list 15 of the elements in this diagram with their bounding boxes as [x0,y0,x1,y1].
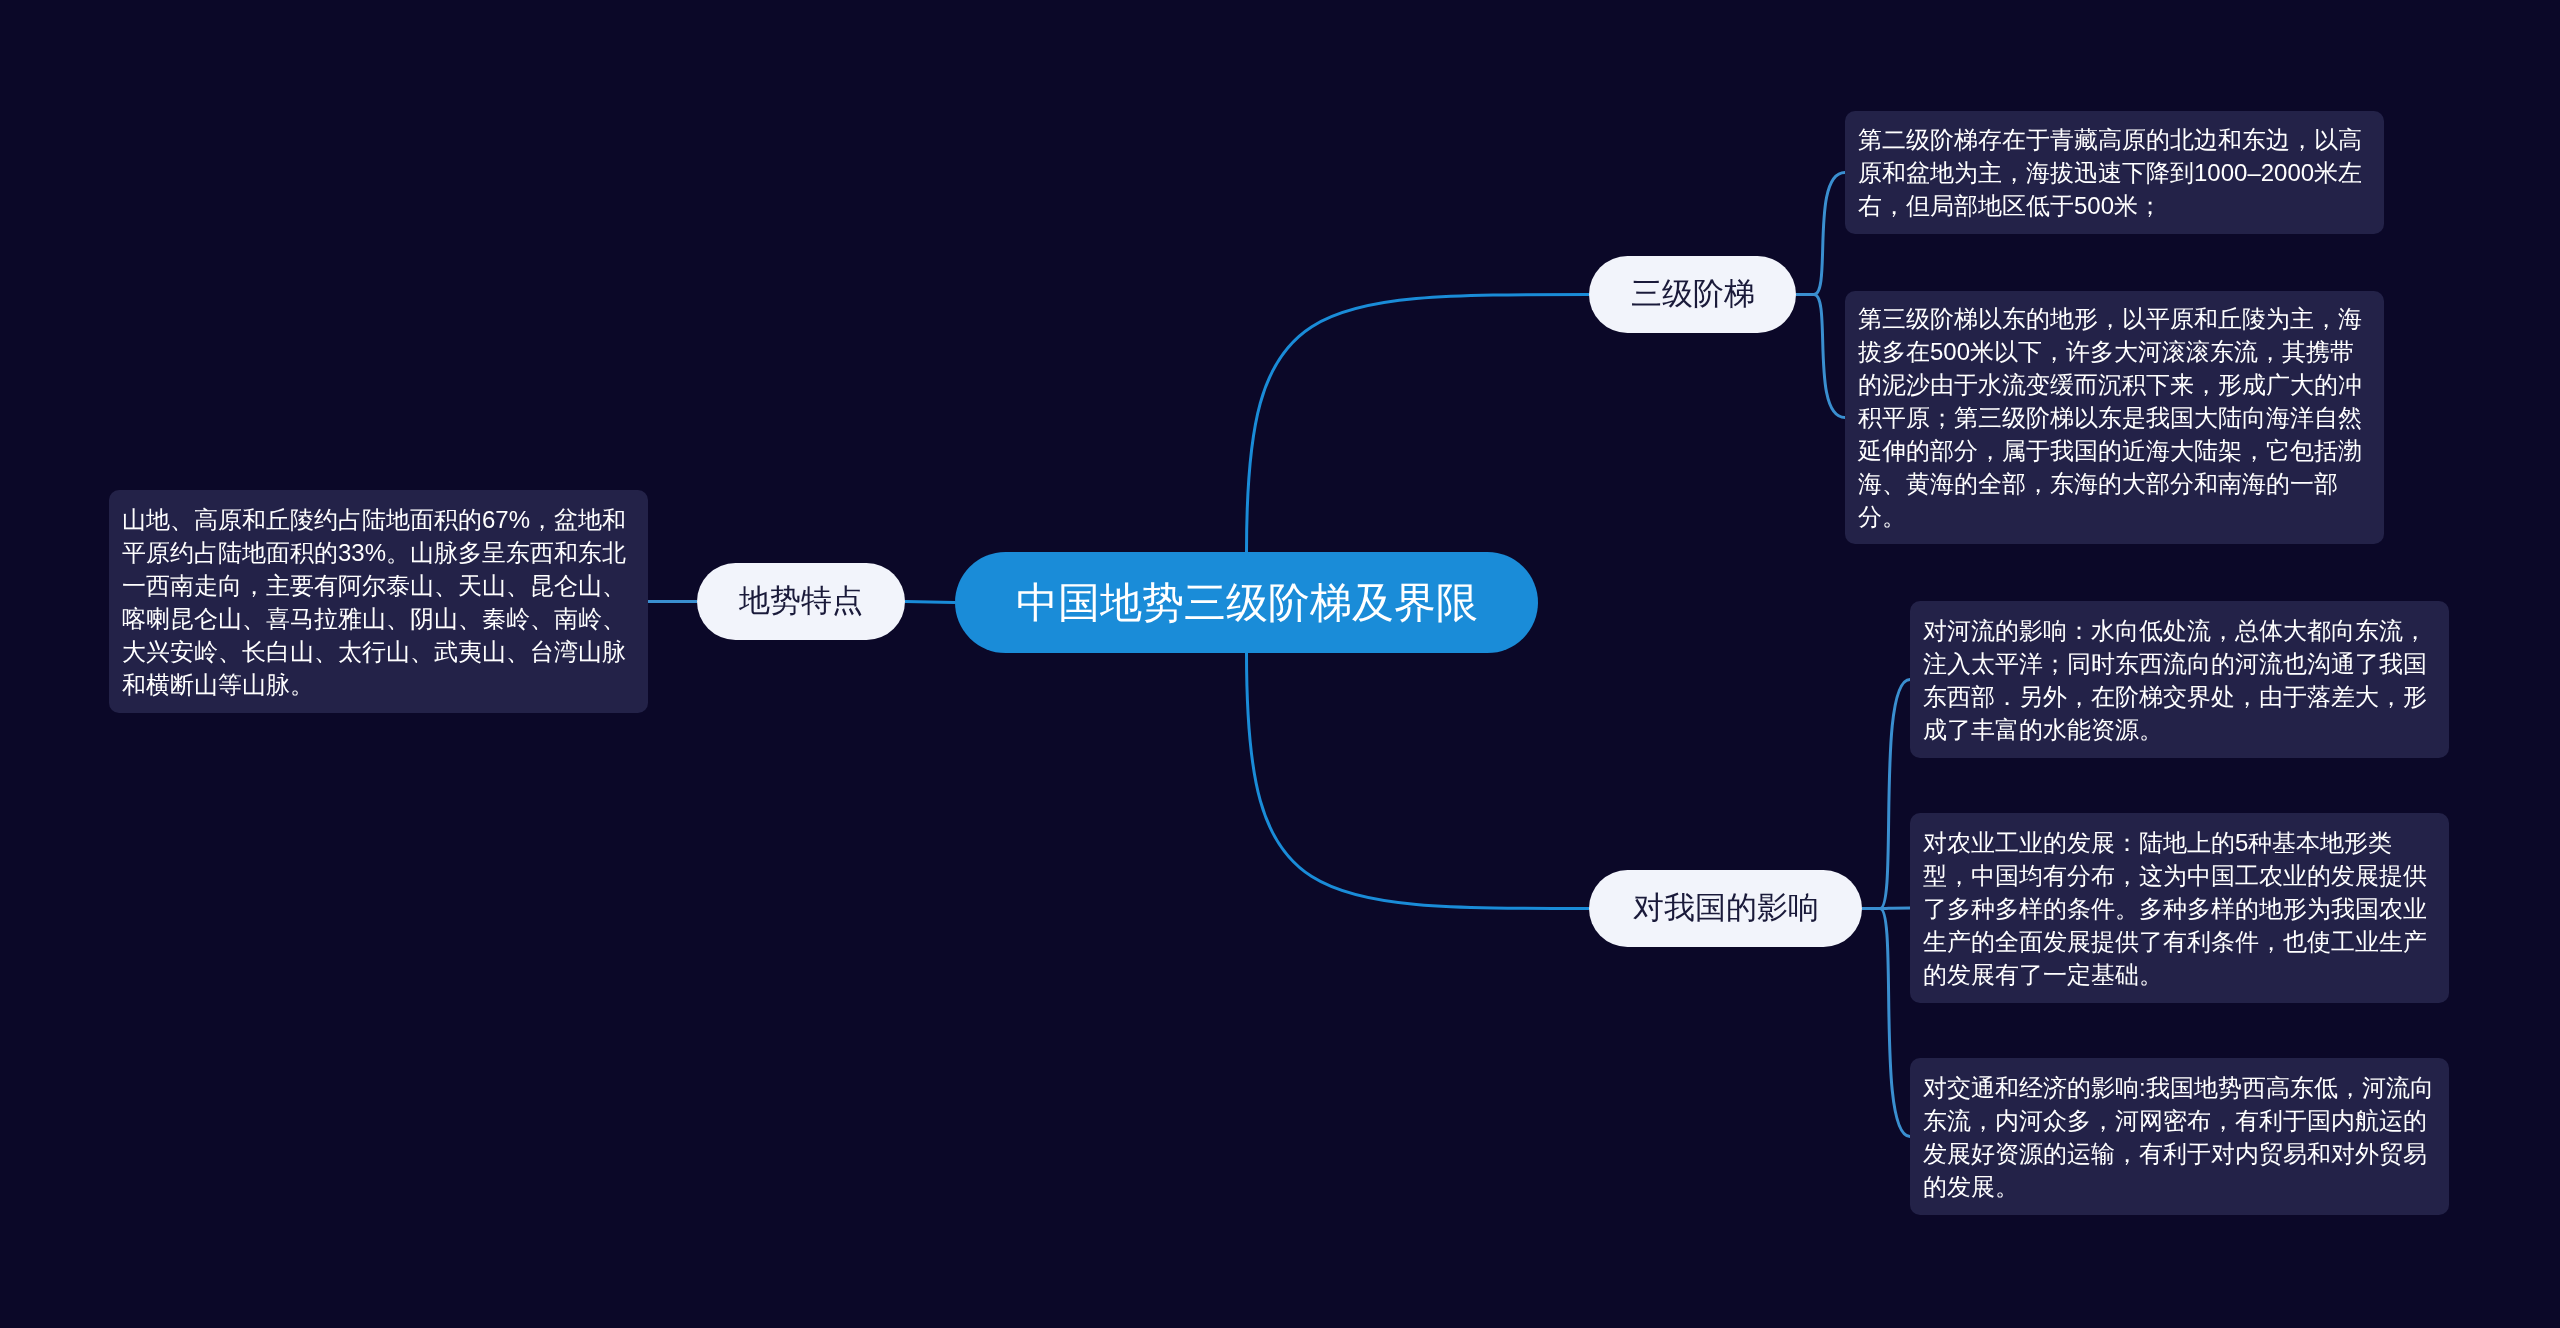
topic-pill: 三级阶梯 [1589,256,1796,333]
central-topic: 中国地势三级阶梯及界限 [955,552,1538,653]
connector [1796,293,1846,419]
note-card: 对交通和经济的影响:我国地势西高东低，河流向东流，内河众多，河网密布，有利于国内航运的发展好资源的运输，有利于对内贸易和对外贸易的发展。 [1910,1058,2449,1215]
note-card: 对河流的影响：水向低处流，总体大都向东流，注入太平洋；同时东西流向的河流也沟通了我国东西部．另外，在阶梯交界处，由于落差大，形成了丰富的水能资源。 [1910,601,2449,758]
connector [648,600,697,603]
note-card: 第二级阶梯存在于青藏高原的北边和东边，以高原和盆地为主，海拔迅速下降到1000–2000米左右，但局部地区低于500米； [1845,111,2384,234]
connector [904,600,956,604]
note-card: 第三级阶梯以东的地形，以平原和丘陵为主，海拔多在500米以下，许多大河滚滚东流，其携带的泥沙由于水流变缓而沉积下来，形成广大的冲积平原；第三级阶梯以东是我国大陆向海洋自然延伸的部分，属于我国的近海大陆架，它包括渤海、黄海的全部，东海的大部分和南海的一部分。 [1845,291,2384,544]
topic-pill: 对我国的影响 [1589,870,1862,947]
note-card: 对农业工业的发展：陆地上的5种基本地形类型，中国均有分布，这为中国工农业的发展提供了多种多样的条件。多种多样的地形为我国农业生产的全面发展提供了有利条件，也使工业生产的发展有了一定基础。 [1910,813,2449,1003]
topic-pill: 地势特点 [697,563,905,640]
note-card: 山地、高原和丘陵约占陆地面积的67%，盆地和平原约占陆地面积的33%。山脉多呈东西和东北一西南走向，主要有阿尔泰山、天山、昆仑山、喀喇昆仑山、喜马拉雅山、阴山、秦岭、南岭、大兴安岭、长白山、太行山、武夷山、台湾山脉和横断山等山脉。 [109,490,648,713]
connector [1245,652,1589,910]
connector [1245,293,1589,553]
